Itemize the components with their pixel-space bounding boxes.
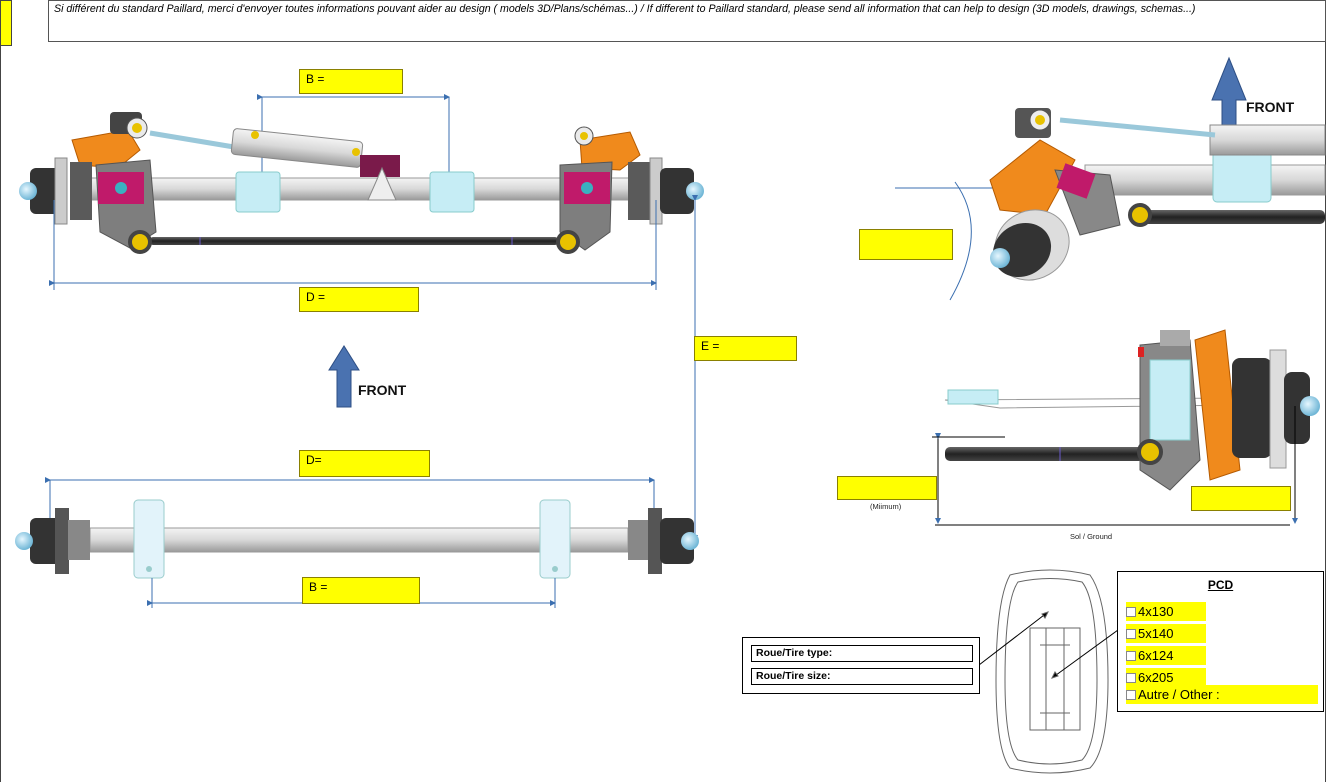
pcd-option-6x124[interactable]: 6x124 [1126,646,1206,665]
steering-axle-top-view [19,94,704,290]
front-label-left: FRONT [358,382,407,398]
frame-border-right [1325,0,1326,782]
front-label-right: FRONT [1246,99,1295,115]
checkbox-icon[interactable] [1126,650,1136,661]
pcd-option-label: 4x130 [1138,604,1174,619]
dimension-d-top-field[interactable]: D = [299,287,419,312]
pcd-option-6x205[interactable]: 6x205 [1126,668,1206,687]
dimension-e-field[interactable]: E = [694,336,797,361]
front-arrow-left [328,345,360,408]
steering-side-view [932,329,1320,526]
tire-info-box: Roue/Tire type: Roue/Tire size: [742,637,980,694]
checkbox-icon[interactable] [1126,689,1136,700]
dimension-b-top-field[interactable]: B = [299,69,403,94]
minimum-label: (Miimum) [870,502,902,511]
dimension-b-bottom-field[interactable]: B = [302,577,420,604]
tire-size-field[interactable]: Roue/Tire size: [751,668,973,685]
dimension-d-bottom-field[interactable]: D= [299,450,430,477]
pcd-option-label: 6x124 [1138,648,1174,663]
pcd-option-other[interactable]: Autre / Other : [1126,685,1318,704]
tire-top-view [978,569,1119,774]
checkbox-icon[interactable] [1126,628,1136,639]
pcd-option-label: 6x205 [1138,670,1174,685]
checkbox-icon[interactable] [1126,672,1136,683]
steering-angle-field[interactable] [859,229,953,260]
ground-label: Sol / Ground [1070,532,1113,541]
pcd-option-4x130[interactable]: 4x130 [1126,602,1206,621]
pcd-option-label: Autre / Other : [1138,687,1220,702]
minimum-height-field[interactable] [837,476,937,500]
frame-border-left [0,0,1,782]
tire-type-field[interactable]: Roue/Tire type: [751,645,973,662]
pcd-option-label: 5x140 [1138,626,1174,641]
pcd-box: PCD 4x130 5x140 6x124 6x205 Autre / Othe… [1117,571,1324,712]
pcd-title: PCD [1207,578,1234,592]
pcd-option-5x140[interactable]: 5x140 [1126,624,1206,643]
rigid-axle-top-view [15,477,699,608]
steering-perspective-view [895,56,1326,301]
design-notice: Si différent du standard Paillard, merci… [48,0,1326,42]
hub-height-field[interactable] [1191,486,1291,511]
checkbox-icon[interactable] [1126,606,1136,617]
